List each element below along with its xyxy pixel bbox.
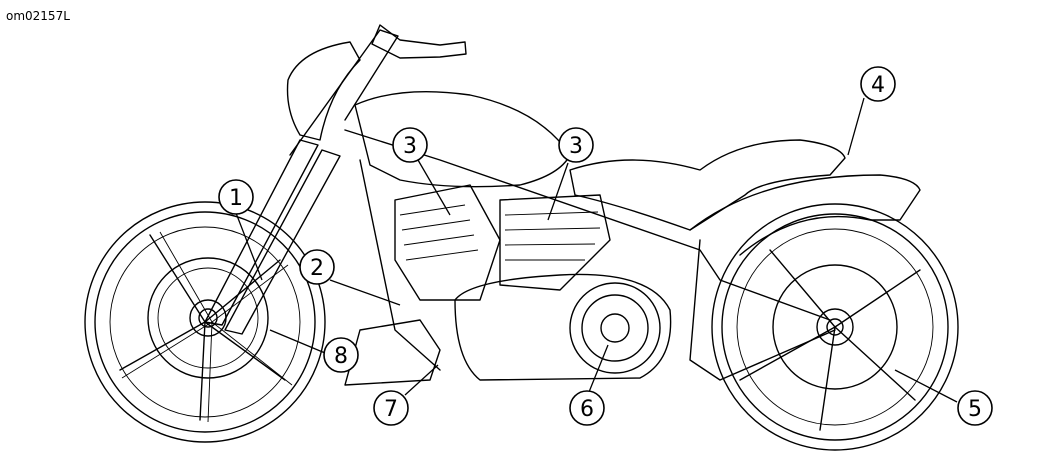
leader-lines — [235, 97, 958, 403]
callout-label-8: 8 — [334, 344, 348, 369]
callout-5: 5 — [957, 390, 993, 426]
callout-label-5: 5 — [968, 397, 982, 422]
rear-wheel — [711, 203, 959, 451]
front-fork — [204, 29, 399, 335]
rear-fender — [689, 174, 921, 256]
callout-label-7: 7 — [384, 397, 398, 422]
callout-label-3b: 3 — [569, 134, 583, 159]
front-brake-disc — [147, 257, 269, 379]
callout-label-6: 6 — [580, 397, 594, 422]
callout-3a: 3 — [392, 127, 428, 163]
figure-id: om02157L — [6, 9, 70, 23]
callout-label-4: 4 — [871, 73, 885, 98]
handlebar — [371, 24, 467, 59]
callout-6: 6 — [569, 390, 605, 426]
fuel-tank — [354, 90, 571, 188]
callout-3b: 3 — [558, 127, 594, 163]
callout-1: 1 — [218, 179, 254, 215]
primary-cover — [454, 273, 672, 381]
callout-4: 4 — [860, 66, 896, 102]
callout-label-2: 2 — [310, 256, 324, 281]
frame — [344, 129, 836, 381]
headlight-fairing — [286, 41, 361, 141]
callout-2: 2 — [299, 249, 335, 285]
front-spoiler — [344, 319, 441, 386]
callout-label-3a: 3 — [403, 134, 417, 159]
callout-8: 8 — [323, 337, 359, 373]
callout-label-1: 1 — [229, 186, 243, 211]
seat — [569, 139, 846, 231]
callout-7: 7 — [373, 390, 409, 426]
engine — [394, 184, 611, 301]
